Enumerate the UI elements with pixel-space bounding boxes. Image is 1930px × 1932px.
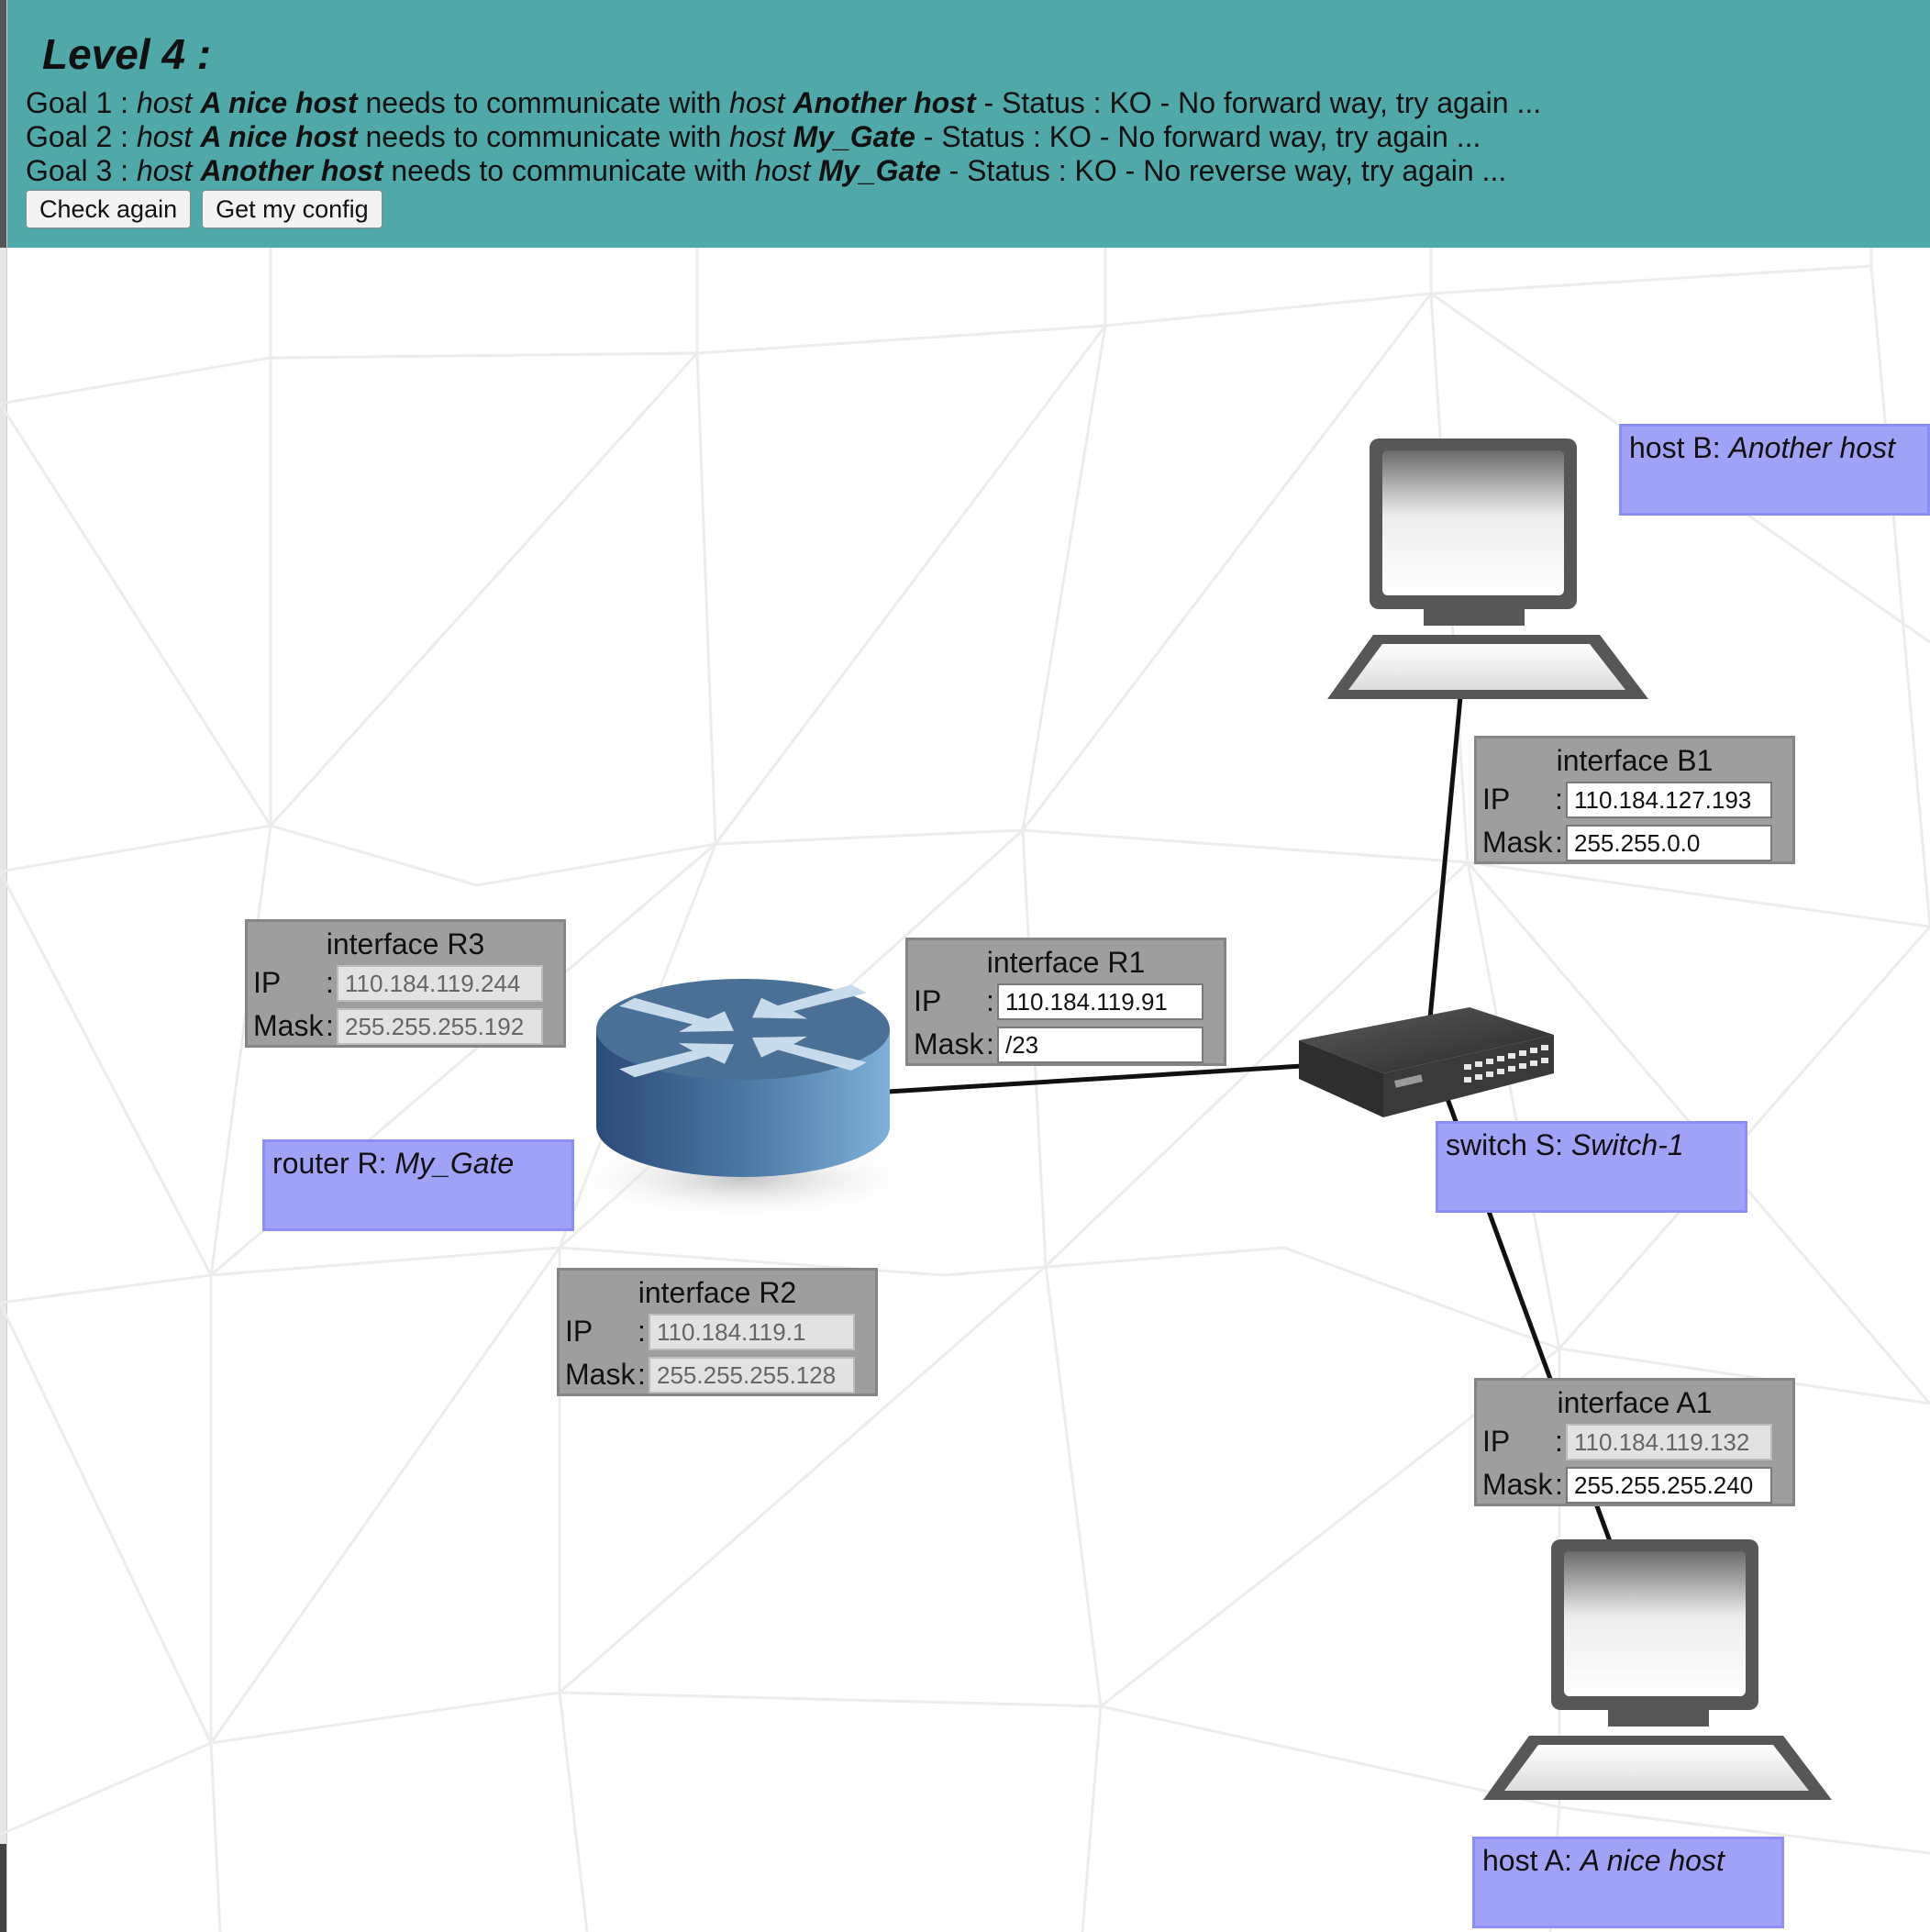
mask-colon: : bbox=[326, 1009, 334, 1042]
r2-mask-field: 255.255.255.128 bbox=[649, 1357, 855, 1393]
goal-dst-kind: host bbox=[754, 154, 811, 187]
goal-line-1: Goal 1 : host A nice host needs to commu… bbox=[26, 86, 1930, 120]
goal-dst-kind: host bbox=[729, 120, 785, 153]
goal-src-name: A nice host bbox=[200, 86, 358, 119]
interface-r3-panel: interface R3 IP : 110.184.119.244 Mask :… bbox=[245, 919, 566, 1048]
switch-label[interactable]: switch S: Switch-1 bbox=[1436, 1121, 1747, 1213]
ip-label: IP bbox=[1482, 783, 1511, 816]
ip-label: IP bbox=[565, 1315, 593, 1348]
goal-line-3: Goal 3 : host Another host needs to comm… bbox=[26, 154, 1930, 188]
goal-middle: needs to communicate with bbox=[391, 154, 748, 187]
mask-label: Mask bbox=[914, 1027, 984, 1060]
interface-r1-panel: interface R1 IP : 110.184.119.91 Mask : … bbox=[905, 938, 1226, 1066]
link-switch-host-b bbox=[1427, 696, 1463, 1019]
device-name: A nice host bbox=[1580, 1844, 1725, 1877]
header-buttons: Check again Get my config bbox=[26, 190, 1930, 228]
r2-ip-field: 110.184.119.1 bbox=[649, 1314, 855, 1350]
mask-label: Mask bbox=[1482, 1468, 1553, 1501]
goal-prefix: Goal 3 : bbox=[26, 154, 129, 187]
goal-middle: needs to communicate with bbox=[365, 86, 722, 119]
interface-a1-panel: interface A1 IP : 110.184.119.132 Mask :… bbox=[1474, 1378, 1795, 1506]
goal-dst-name: Another host bbox=[793, 86, 976, 119]
switch-icon[interactable] bbox=[1299, 1007, 1554, 1117]
device-name: My_Gate bbox=[394, 1147, 515, 1180]
b1-mask-field[interactable]: 255.255.0.0 bbox=[1566, 825, 1772, 861]
r3-ip-field: 110.184.119.244 bbox=[337, 965, 543, 1002]
goal-src-kind: host bbox=[136, 86, 193, 119]
left-edge-dark-top bbox=[0, 0, 6, 248]
link-router-switch bbox=[887, 1063, 1303, 1094]
goal-src-kind: host bbox=[136, 120, 193, 153]
level-title: Level 4 : bbox=[42, 30, 212, 78]
interface-title: interface B1 bbox=[1556, 744, 1714, 777]
goal-prefix: Goal 2 : bbox=[26, 120, 129, 153]
device-name: Another host bbox=[1728, 431, 1895, 464]
ip-colon: : bbox=[638, 1315, 646, 1348]
r3-mask-field: 255.255.255.192 bbox=[337, 1008, 543, 1045]
r1-mask-field[interactable]: /23 bbox=[997, 1027, 1203, 1063]
level-header: Level 4 : Goal 1 : host A nice host need… bbox=[7, 0, 1930, 248]
goal-dst-kind: host bbox=[729, 86, 785, 119]
left-edge-dark-bottom bbox=[0, 1844, 6, 1932]
r1-ip-field[interactable]: 110.184.119.91 bbox=[997, 983, 1203, 1020]
get-my-config-button[interactable]: Get my config bbox=[202, 190, 383, 228]
ip-colon: : bbox=[1555, 1425, 1563, 1458]
mask-colon: : bbox=[1555, 826, 1563, 859]
a1-ip-field: 110.184.119.132 bbox=[1566, 1424, 1772, 1460]
ip-colon: : bbox=[1555, 783, 1563, 816]
a1-mask-field[interactable]: 255.255.255.240 bbox=[1566, 1467, 1772, 1504]
interface-title: interface R2 bbox=[638, 1276, 797, 1309]
goal-status: - Status : KO - No forward way, try agai… bbox=[923, 120, 1481, 153]
mask-colon: : bbox=[986, 1027, 994, 1060]
mask-label: Mask bbox=[253, 1009, 324, 1042]
ip-colon: : bbox=[326, 966, 334, 999]
host-a-computer-icon[interactable] bbox=[1483, 1539, 1832, 1800]
device-kind: router R: bbox=[272, 1147, 387, 1180]
mask-colon: : bbox=[638, 1358, 646, 1391]
host-a-label[interactable]: host A: A nice host bbox=[1472, 1837, 1784, 1928]
ip-label: IP bbox=[1482, 1425, 1511, 1458]
left-edge-strip bbox=[0, 0, 7, 1932]
goal-src-name: A nice host bbox=[200, 120, 358, 153]
b1-ip-field[interactable]: 110.184.127.193 bbox=[1566, 782, 1772, 818]
mask-label: Mask bbox=[565, 1358, 636, 1391]
interface-title: interface A1 bbox=[1557, 1386, 1713, 1419]
goal-src-name: Another host bbox=[200, 154, 383, 187]
router-icon[interactable] bbox=[560, 979, 926, 1220]
host-b-label[interactable]: host B: Another host bbox=[1619, 424, 1930, 516]
check-again-button[interactable]: Check again bbox=[26, 190, 192, 228]
host-b-computer-icon[interactable] bbox=[1327, 439, 1648, 699]
ip-label: IP bbox=[253, 966, 282, 999]
interface-title: interface R3 bbox=[326, 927, 485, 960]
device-kind: switch S: bbox=[1446, 1128, 1564, 1161]
mask-colon: : bbox=[1555, 1468, 1563, 1501]
ip-label: IP bbox=[914, 984, 942, 1017]
goal-line-2: Goal 2 : host A nice host needs to commu… bbox=[26, 120, 1930, 154]
goal-prefix: Goal 1 : bbox=[26, 86, 129, 119]
goal-middle: needs to communicate with bbox=[365, 120, 722, 153]
goal-src-kind: host bbox=[136, 154, 193, 187]
interface-title: interface R1 bbox=[986, 946, 1146, 979]
goal-dst-name: My_Gate bbox=[818, 154, 941, 187]
ip-colon: : bbox=[986, 984, 994, 1017]
router-label[interactable]: router R: My_Gate bbox=[262, 1139, 574, 1231]
interface-r2-panel: interface R2 IP : 110.184.119.1 Mask : 2… bbox=[557, 1268, 878, 1396]
goal-dst-name: My_Gate bbox=[793, 120, 915, 153]
device-name: Switch-1 bbox=[1570, 1128, 1684, 1161]
goal-status: - Status : KO - No forward way, try agai… bbox=[983, 86, 1542, 119]
device-kind: host A: bbox=[1482, 1844, 1572, 1877]
device-kind: host B: bbox=[1629, 431, 1721, 464]
interface-b1-panel: interface B1 IP : 110.184.127.193 Mask :… bbox=[1474, 736, 1795, 864]
mask-label: Mask bbox=[1482, 826, 1553, 859]
goal-status: - Status : KO - No reverse way, try agai… bbox=[948, 154, 1507, 187]
